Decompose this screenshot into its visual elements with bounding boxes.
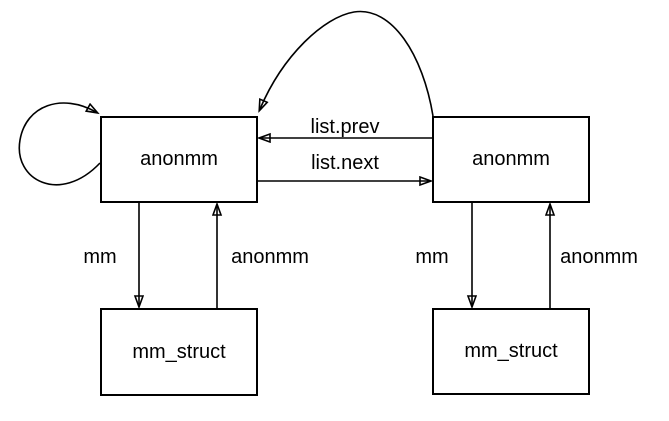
edge-label-list-prev: list.prev bbox=[310, 116, 380, 138]
node-anonmm-right: anonmm bbox=[432, 116, 590, 203]
node-anonmm-left-label: anonmm bbox=[140, 148, 218, 170]
node-mm-struct-right: mm_struct bbox=[432, 308, 590, 395]
edge-label-mm-right: mm bbox=[415, 246, 449, 268]
edge-label-anonmm-left: anonmm bbox=[231, 246, 309, 268]
node-anonmm-right-label: anonmm bbox=[472, 148, 550, 170]
edge-self-loop bbox=[18, 102, 101, 186]
node-mm-struct-left-label: mm_struct bbox=[132, 340, 226, 363]
node-mm-struct-right-label: mm_struct bbox=[464, 340, 558, 362]
edge-label-anonmm-right: anonmm bbox=[560, 246, 638, 268]
node-anonmm-left: anonmm bbox=[100, 116, 258, 203]
edge-back-arc bbox=[260, 10, 434, 117]
edge-label-list-next: list.next bbox=[311, 152, 379, 174]
node-mm-struct-left: mm_struct bbox=[100, 308, 258, 396]
edge-label-mm-left: mm bbox=[83, 246, 117, 268]
